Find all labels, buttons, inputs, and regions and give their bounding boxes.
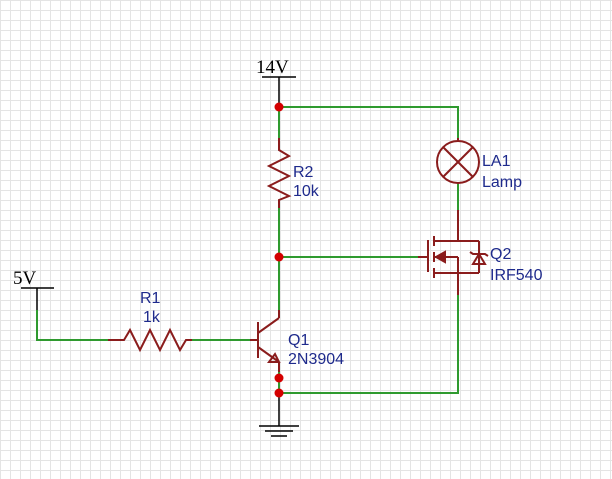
lamp-la1: LA1 Lamp	[436, 138, 522, 191]
mosfet-q2: Q2 IRF540	[418, 210, 543, 295]
junction-gate-node	[274, 252, 284, 262]
q2-ref: Q2	[490, 246, 511, 263]
q1-ref: Q1	[288, 332, 309, 349]
junction-ground	[274, 388, 284, 398]
la1-part: Lamp	[482, 174, 522, 191]
resistor-r2: R2 10k	[266, 138, 320, 208]
wires	[36, 106, 459, 394]
junction-14v	[274, 102, 284, 112]
r1-ref: R1	[140, 290, 161, 307]
junctions	[274, 102, 284, 398]
r2-value: 10k	[293, 183, 320, 200]
resistor-r1: R1 1k	[108, 290, 192, 353]
q1-part: 2N3904	[288, 351, 344, 368]
transistor-q1: Q1 2N3904	[250, 310, 344, 372]
wire-ground-node-to-q2-source	[279, 295, 459, 394]
supply-14v-label: 14V	[256, 57, 289, 78]
r1-value: 1k	[143, 309, 161, 326]
r2-ref: R2	[293, 164, 314, 181]
supply-5v: 5V	[13, 268, 54, 310]
wire-5v-to-r1	[36, 310, 108, 341]
supply-5v-label: 5V	[13, 268, 37, 289]
supply-14v: 14V	[256, 57, 296, 107]
ground-symbol	[259, 393, 299, 437]
junction-q1-emitter	[274, 373, 284, 383]
la1-ref: LA1	[482, 153, 511, 170]
q2-part: IRF540	[490, 267, 543, 284]
wire-14v-to-lamp	[279, 106, 459, 138]
